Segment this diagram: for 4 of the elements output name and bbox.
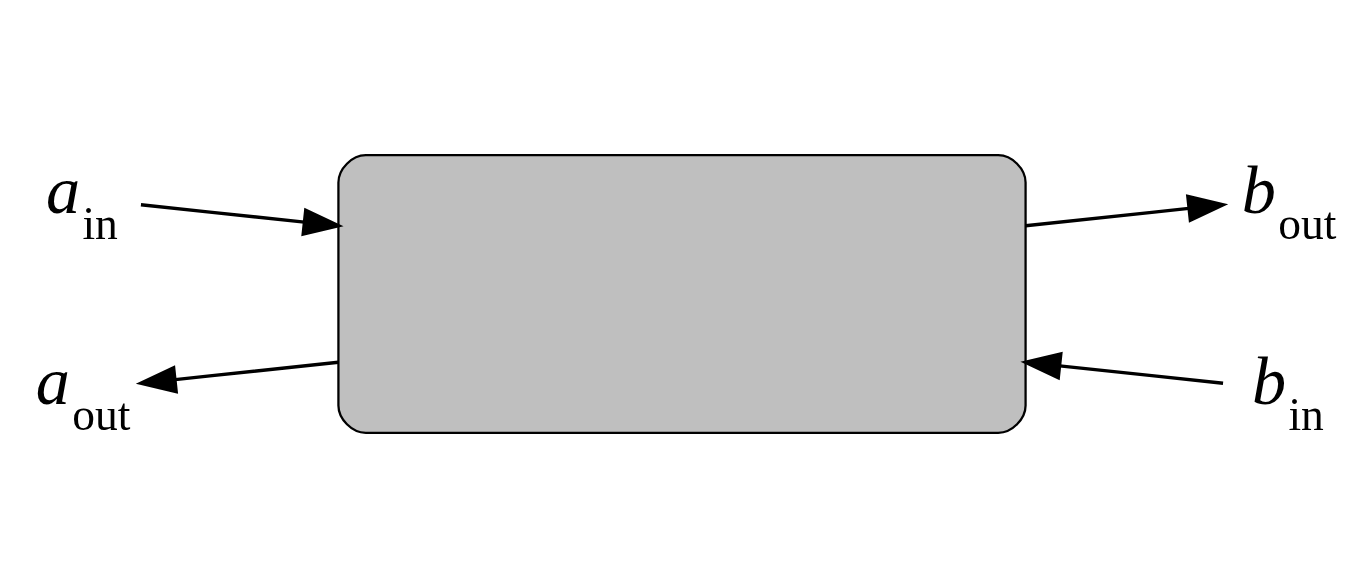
node-text: a$_{in}$: [46, 152, 118, 249]
node-text: b$_{in}$: [1251, 343, 1324, 440]
node-text: a$_{out}$: [35, 343, 131, 440]
node-text: b$_{out}$: [1241, 152, 1337, 249]
